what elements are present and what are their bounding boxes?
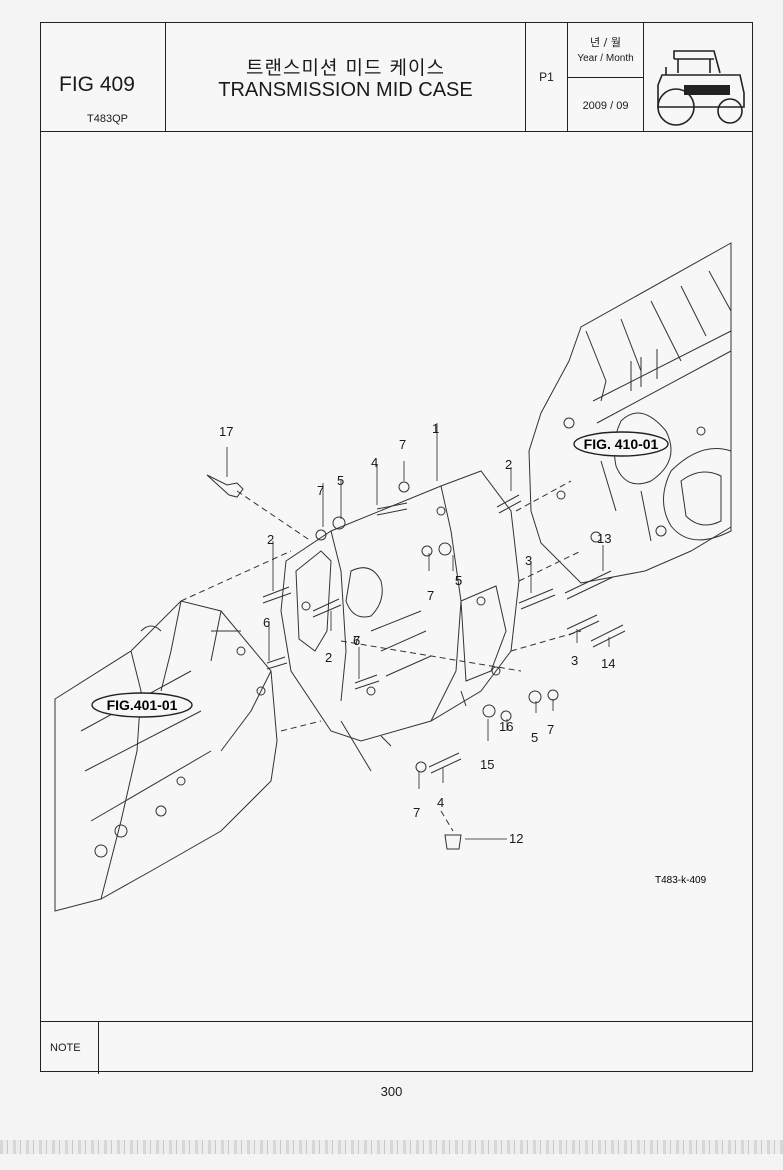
front-case-drawing bbox=[54, 600, 278, 912]
part-label: 4 bbox=[371, 455, 378, 470]
ref-figure-401: FIG.401-01 bbox=[91, 692, 193, 718]
part-label: 7 bbox=[413, 805, 420, 820]
note-row: NOTE bbox=[41, 1021, 752, 1074]
page-indicator: P1 bbox=[539, 70, 554, 84]
fastener-drawings bbox=[206, 474, 626, 850]
part-label: 7 bbox=[547, 722, 554, 737]
title-cell: 트랜스미션 미드 케이스 TRANSMISSION MID CASE bbox=[166, 23, 526, 131]
date-label: Year / Month bbox=[577, 53, 634, 64]
model-code: T483QP bbox=[87, 113, 128, 125]
part-label: 3 bbox=[525, 553, 532, 568]
ref-figure-label: FIG.401-01 bbox=[107, 697, 178, 713]
part-label: 6 bbox=[263, 615, 270, 630]
part-label: 1 bbox=[432, 421, 439, 436]
ref-figure-label: FIG. 410-01 bbox=[584, 436, 659, 452]
date-value: 2009 / 09 bbox=[582, 100, 629, 112]
rear-case-drawing bbox=[528, 242, 732, 584]
part-label: 5 bbox=[337, 473, 344, 488]
part-label: 2 bbox=[505, 457, 512, 472]
part-label: 16 bbox=[499, 719, 513, 734]
title-korean: 트랜스미션 미드 케이스 bbox=[246, 57, 445, 79]
leader-lines bbox=[226, 423, 610, 840]
note-label-cell: NOTE bbox=[41, 1022, 99, 1074]
part-label: 5 bbox=[455, 573, 462, 588]
note-label: NOTE bbox=[50, 1042, 81, 1054]
page-number: 300 bbox=[380, 1084, 403, 1099]
page-cell: P1 bbox=[526, 23, 568, 131]
ref-figure-410: FIG. 410-01 bbox=[573, 431, 669, 457]
title-block: FIG 409 T483QP 트랜스미션 미드 케이스 TRANSMISSION… bbox=[41, 23, 752, 132]
drawing-code: T483-k-409 bbox=[655, 875, 707, 886]
assembly-guide-lines bbox=[180, 480, 582, 832]
date-label-korean: 년 / 월 bbox=[590, 36, 621, 49]
exploded-parts-diagram: 17 7 5 4 7 1 2 7 5 2 6 7 5 6 2 3 13 3 14… bbox=[54, 242, 732, 912]
part-label: 12 bbox=[509, 831, 523, 846]
title-english: TRANSMISSION MID CASE bbox=[218, 79, 473, 101]
part-label: 13 bbox=[597, 531, 611, 546]
part-label: 7 bbox=[317, 483, 324, 498]
part-label: 5 bbox=[455, 573, 462, 588]
date-cell: 년 / 월 Year / Month 2009 / 09 bbox=[568, 23, 644, 131]
part-label: 14 bbox=[601, 656, 615, 671]
part-label: 2 bbox=[325, 650, 332, 665]
mid-case-drawing bbox=[280, 470, 520, 772]
part-label: 5 bbox=[531, 730, 538, 745]
part-label: 3 bbox=[571, 653, 578, 668]
figure-number: FIG 409 bbox=[59, 73, 135, 96]
part-label: 17 bbox=[219, 424, 233, 439]
drawing-frame: FIG 409 T483QP 트랜스미션 미드 케이스 TRANSMISSION… bbox=[40, 22, 753, 1074]
part-label: 7 bbox=[399, 437, 406, 452]
scan-artifact-strip bbox=[0, 1140, 783, 1154]
figure-cell: FIG 409 T483QP bbox=[41, 23, 166, 131]
divider bbox=[568, 77, 643, 78]
part-label: 15 bbox=[480, 757, 494, 772]
part-label: 4 bbox=[437, 795, 444, 810]
part-label: 6 bbox=[353, 633, 360, 648]
tractor-icon bbox=[657, 50, 745, 126]
part-label: 7 bbox=[427, 588, 434, 603]
part-label: 7 bbox=[353, 633, 360, 648]
logo-cell bbox=[644, 23, 754, 131]
part-label: 2 bbox=[267, 532, 274, 547]
